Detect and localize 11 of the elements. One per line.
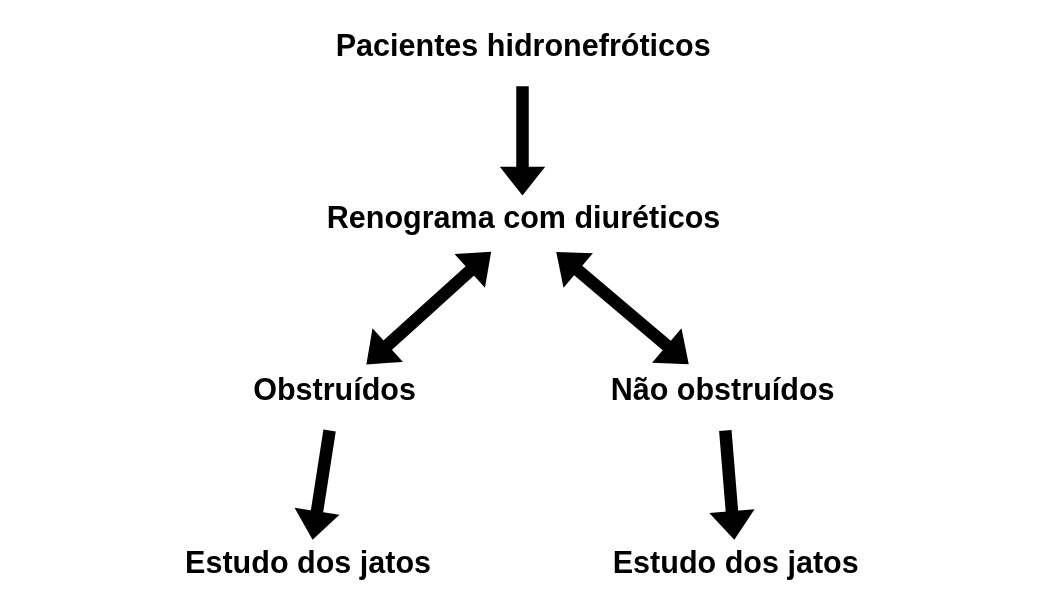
node-text: Estudo dos jatos — [185, 544, 432, 579]
arrow — [556, 251, 689, 365]
arrow — [499, 86, 546, 196]
node-text: Estudo dos jatos — [612, 544, 859, 579]
node-text: Pacientes hidronefróticos — [335, 28, 711, 63]
node-text: Renograma com diuréticos — [326, 200, 721, 235]
arrow — [709, 430, 755, 540]
arrow — [294, 429, 340, 540]
node-text: Não obstruídos — [610, 372, 835, 407]
arrow — [366, 251, 492, 365]
node-text: Obstruídos — [253, 372, 416, 407]
